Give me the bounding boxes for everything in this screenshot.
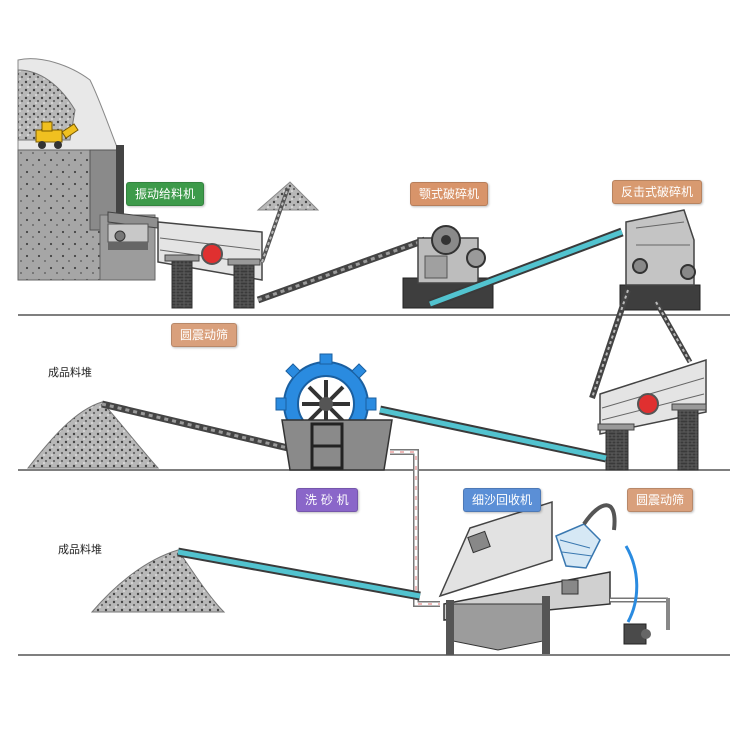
conveyor-to-impact-crusher — [428, 227, 624, 309]
wheel-loader-icon — [35, 121, 79, 149]
label-vibrating-feeder: 振动给料机 — [126, 182, 205, 206]
conveyor-to-circular-screen-2 — [589, 289, 693, 399]
label-sand-washer: 洗 砂 机 — [296, 488, 358, 512]
conveyor-to-pile-1 — [101, 400, 289, 452]
conveyor-to-jaw-crusher — [256, 236, 427, 304]
conveyor-to-sand-washer — [379, 405, 607, 463]
circular-screen-2 — [597, 358, 707, 471]
vibrating-feeder — [107, 211, 159, 250]
conveyor-to-pile-2 — [177, 547, 421, 601]
finished-pile-2 — [90, 549, 226, 613]
label-impact-crusher: 反击式破碎机 — [612, 180, 703, 204]
quarry-cliff — [17, 58, 156, 281]
label-finished-pile-1: 成品料堆 — [48, 366, 92, 379]
label-circular-screen-2: 圆震动筛 — [627, 488, 694, 512]
label-circular-screen-1: 圆震动筛 — [171, 323, 238, 347]
return-conveyor-1 — [256, 181, 320, 263]
label-fine-sand-recycler: 细沙回收机 — [463, 488, 542, 512]
label-jaw-crusher: 颚式破碎机 — [410, 182, 489, 206]
finished-pile-1 — [26, 401, 160, 469]
fine-sand-recycler — [438, 500, 670, 655]
sand-washer — [275, 353, 393, 471]
label-finished-pile-2: 成品料堆 — [58, 543, 102, 556]
impact-crusher — [619, 209, 701, 311]
circular-screen-1 — [157, 221, 263, 309]
slurry-pipe — [390, 449, 440, 607]
